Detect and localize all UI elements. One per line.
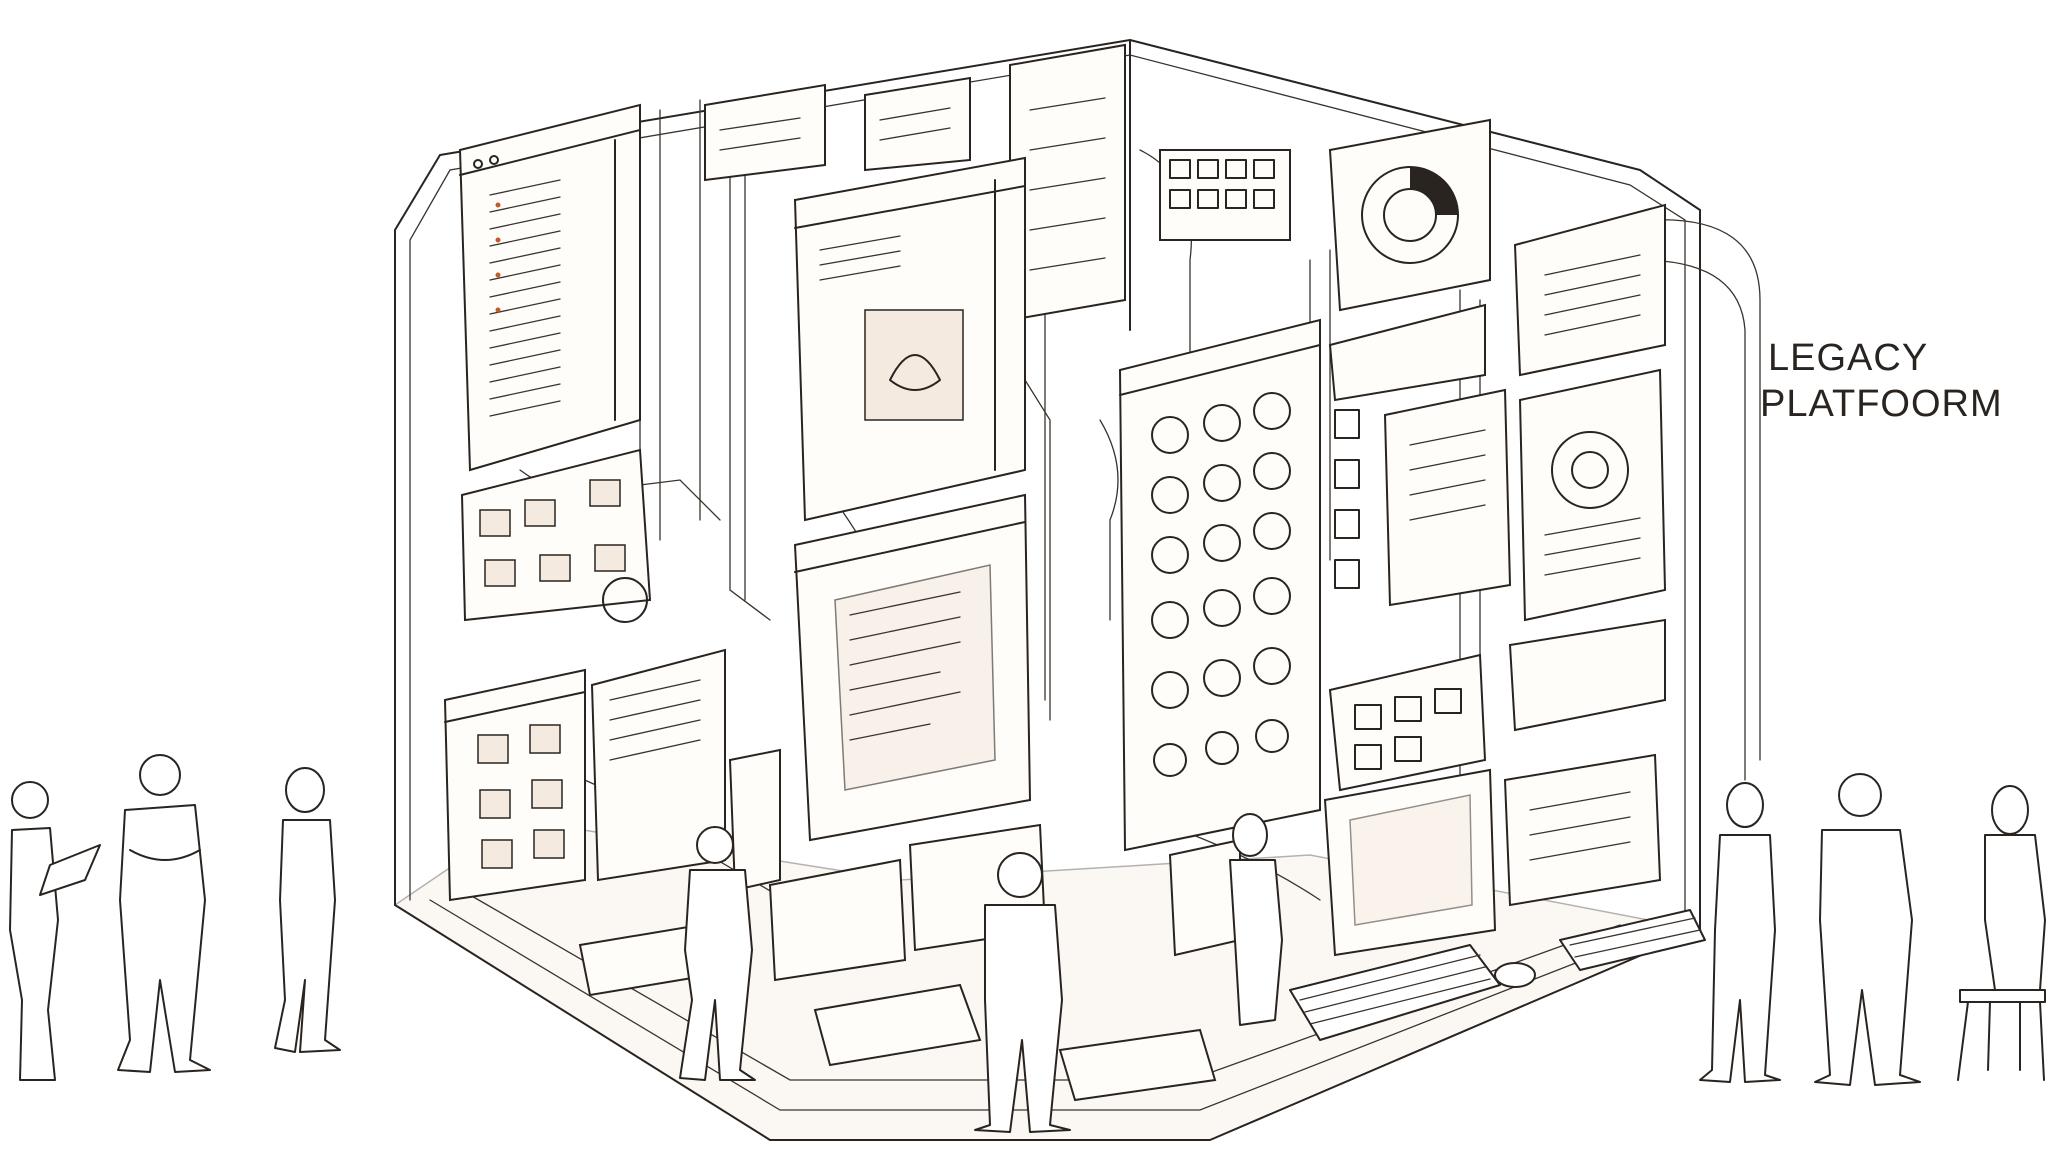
icon-grid-panel-lower-left: [443, 648, 726, 902]
list-window: [458, 103, 641, 472]
right-lower-monitors: [1323, 618, 1666, 957]
circle-button-panel: [1118, 318, 1321, 852]
person-on-stool: [1957, 785, 2046, 1081]
ring-chart-monitor: [1159, 118, 1491, 312]
person-right-2: [1814, 773, 1921, 1086]
caption-line-2: PLATFOORM: [1760, 383, 2003, 425]
person-center-left: [679, 826, 756, 1081]
icon-grid-panel-left: [460, 448, 652, 623]
person-standing-left: [274, 767, 341, 1053]
person-center-right: [1229, 813, 1283, 1026]
person-right-1: [1699, 782, 1781, 1083]
center-lower-document-window: [793, 493, 1032, 842]
people-observing: [9, 754, 2046, 1133]
caption-line-1: LEGACY: [1768, 337, 1929, 379]
person-arms-crossed: [117, 754, 211, 1073]
person-center-front: [974, 852, 1071, 1133]
top-small-windows: [704, 43, 1126, 322]
legacy-platform-caption: LEGACY PLATFOORM: [1760, 335, 2003, 427]
center-upper-window: [793, 156, 1026, 522]
right-side-windows: [1328, 203, 1667, 622]
person-with-tablet: [9, 781, 101, 1081]
